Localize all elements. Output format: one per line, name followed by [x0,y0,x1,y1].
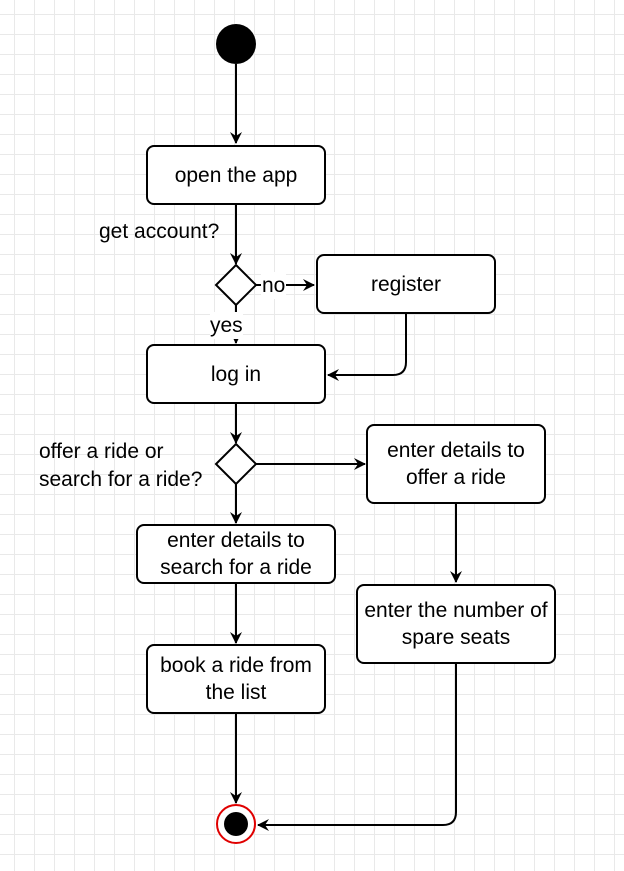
label-get-account: get account? [99,220,220,243]
action-enter-details-offer: enter details to offer a ride [366,424,546,504]
action-book-a-ride: book a ride from the list [146,644,326,714]
edge-register-to-log-in [327,314,407,381]
final-node-dot [224,812,248,836]
label-no: no [261,272,287,299]
initial-node [216,24,256,64]
decision-node-account [214,263,258,307]
label-offer-or-search: offer a ride or search for a ride? [39,440,203,491]
action-register: register [316,254,496,314]
action-enter-spare-seats: enter the number of spare seats [356,584,556,664]
decision-node-offer-search [214,442,258,486]
edge-spare-seats-to-final [257,663,457,831]
action-log-in: log in [146,344,326,404]
action-enter-details-search: enter details to search for a ride [136,524,336,584]
action-open-the-app: open the app [146,145,326,205]
label-yes: yes [210,312,243,339]
